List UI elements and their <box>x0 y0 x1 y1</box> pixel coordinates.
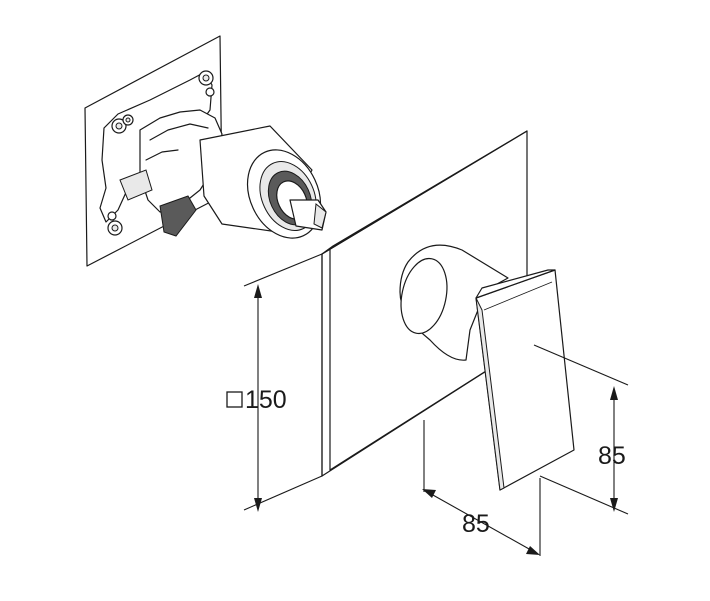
rough-in-valve-body <box>84 35 327 267</box>
plate-size-label: 150 <box>245 386 287 414</box>
handle-height-label: 85 <box>598 442 626 470</box>
dimension-plate-150: 150 <box>226 253 323 512</box>
cover-plate-edge <box>321 248 528 477</box>
dimension-handle-projection-85: 85 <box>422 420 541 556</box>
valve-clip <box>159 195 197 237</box>
dimension-handle-height-85: 85 <box>533 344 629 515</box>
square-symbol <box>226 391 243 408</box>
handle-projection-label: 85 <box>462 510 490 538</box>
mounting-screws <box>107 70 215 236</box>
handle <box>399 244 575 491</box>
